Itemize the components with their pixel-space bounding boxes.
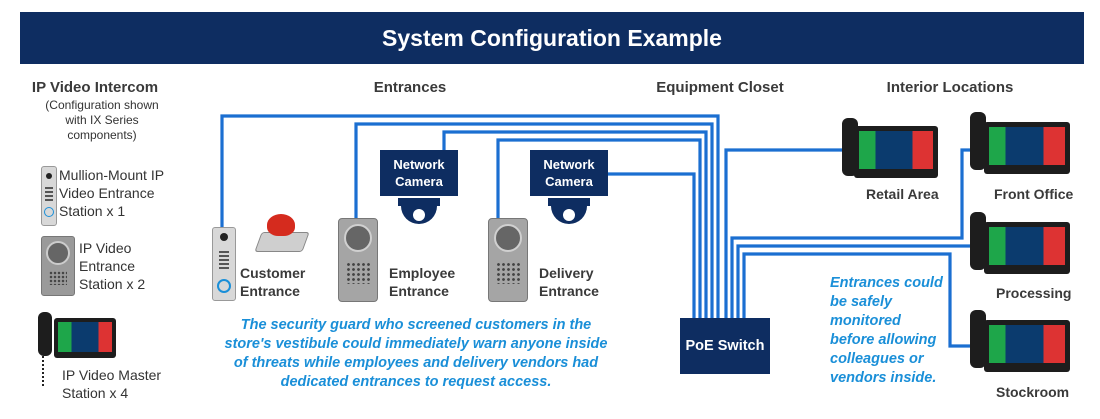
title-banner: System Configuration Example (20, 12, 1084, 64)
master-station-stockroom-icon (966, 310, 1072, 382)
dome-camera-icon (398, 198, 440, 226)
master-legend-handset-icon (38, 312, 58, 390)
poe-switch-box: PoE Switch (680, 318, 770, 374)
network-camera-2-label: Network Camera (543, 157, 595, 189)
dome-camera-icon (548, 198, 590, 226)
monitoring-caption: Entrances could be safely monitored befo… (830, 275, 943, 386)
poe-switch-label: PoE Switch (685, 337, 765, 354)
processing-label: Processing (996, 285, 1072, 301)
network-camera-2-box: Network Camera (530, 150, 608, 196)
employee-entrance-label: Employee Entrance (389, 265, 456, 299)
customer-entrance-label: Customer Entrance (240, 265, 306, 299)
video-entrance-legend-icon (41, 236, 75, 296)
page-title: System Configuration Example (382, 24, 722, 51)
mullion-station-customer-icon (212, 227, 236, 301)
legend-master-label: IP Video Master Station x 4 (62, 367, 162, 401)
front-office-label: Front Office (994, 186, 1074, 202)
configuration-note: (Configuration shown with IX Series comp… (45, 98, 159, 142)
wires-to-interior (724, 148, 976, 348)
push-button-icon (254, 212, 310, 252)
master-station-front-office-icon (966, 112, 1072, 184)
wires-from-entrances (220, 114, 720, 318)
legend-video-entrance-label: IP Video Entrance Station x 2 (79, 240, 146, 292)
stockroom-label: Stockroom (996, 384, 1070, 400)
heading-entrances: Entrances (373, 79, 447, 96)
heading-ip-video-intercom: IP Video Intercom (31, 79, 159, 96)
master-station-processing-icon (966, 212, 1072, 284)
mullion-station-icon (41, 166, 57, 226)
retail-area-label: Retail Area (866, 186, 939, 202)
legend-mullion-label: Mullion-Mount IP Video Entrance Station … (59, 167, 164, 219)
video-entrance-employee-icon (338, 218, 378, 302)
video-entrance-delivery-icon (488, 218, 528, 302)
heading-equipment-closet: Equipment Closet (656, 79, 784, 96)
network-camera-1-label: Network Camera (393, 157, 445, 189)
master-station-retail-icon (838, 118, 940, 190)
delivery-entrance-label: Delivery Entrance (539, 265, 599, 299)
heading-interior-locations: Interior Locations (886, 79, 1014, 96)
master-legend-screen-icon (54, 318, 116, 358)
security-guard-caption: The security guard who screened customer… (224, 317, 608, 390)
network-camera-1-box: Network Camera (380, 150, 458, 196)
